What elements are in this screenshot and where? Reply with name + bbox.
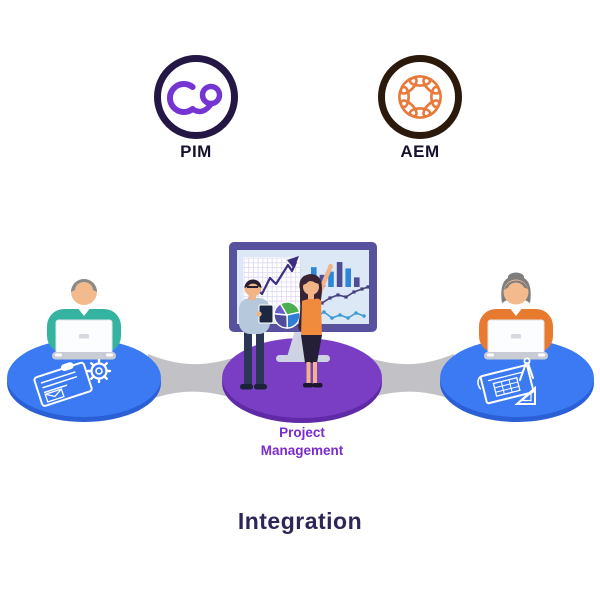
right-laptop-base	[484, 352, 548, 360]
presenter-man-hair	[244, 279, 262, 288]
left-worker-head	[71, 279, 97, 305]
trend-arrowhead	[287, 256, 299, 269]
infinity-co-logo-icon	[167, 81, 223, 115]
aem-logo-ring	[378, 55, 462, 139]
presenter-woman-head	[303, 279, 319, 295]
right-worker	[479, 272, 553, 360]
left-worker	[47, 279, 121, 360]
set-square-icon	[514, 385, 536, 405]
left-laptop-base	[52, 352, 116, 360]
platform-left	[7, 339, 161, 422]
left-worker-collar	[77, 307, 91, 316]
pim-logo	[154, 55, 238, 139]
right-worker-collar	[509, 307, 523, 316]
pie-chart	[273, 301, 301, 329]
pim-logo-ring	[154, 55, 238, 139]
project-management-label: Project Management	[260, 425, 344, 458]
pim-label: PIM	[180, 142, 212, 161]
left-worker-hair	[71, 279, 97, 292]
presenter-woman-top	[301, 299, 322, 336]
gear-icon	[86, 358, 112, 384]
presenter-man-glasses	[247, 286, 258, 288]
integration-title: Integration	[237, 508, 363, 534]
document-gear-icon	[33, 358, 112, 407]
presenter-woman-skirt	[301, 335, 322, 363]
monitor-stand-base	[276, 355, 330, 362]
connector-right	[366, 354, 454, 400]
compass-icon	[519, 357, 534, 381]
connector-left	[148, 354, 236, 400]
blueprint-compass-icon	[477, 357, 536, 405]
right-worker-head	[503, 279, 529, 305]
presenter-man	[239, 279, 274, 390]
right-laptop-logo	[511, 334, 521, 339]
right-worker-hair	[504, 280, 528, 290]
presenter-woman	[298, 264, 333, 388]
aem-logo	[378, 55, 462, 139]
chain-ring-logo-icon	[398, 75, 442, 119]
aem-label: AEM	[400, 142, 440, 161]
left-laptop-logo	[79, 334, 89, 339]
